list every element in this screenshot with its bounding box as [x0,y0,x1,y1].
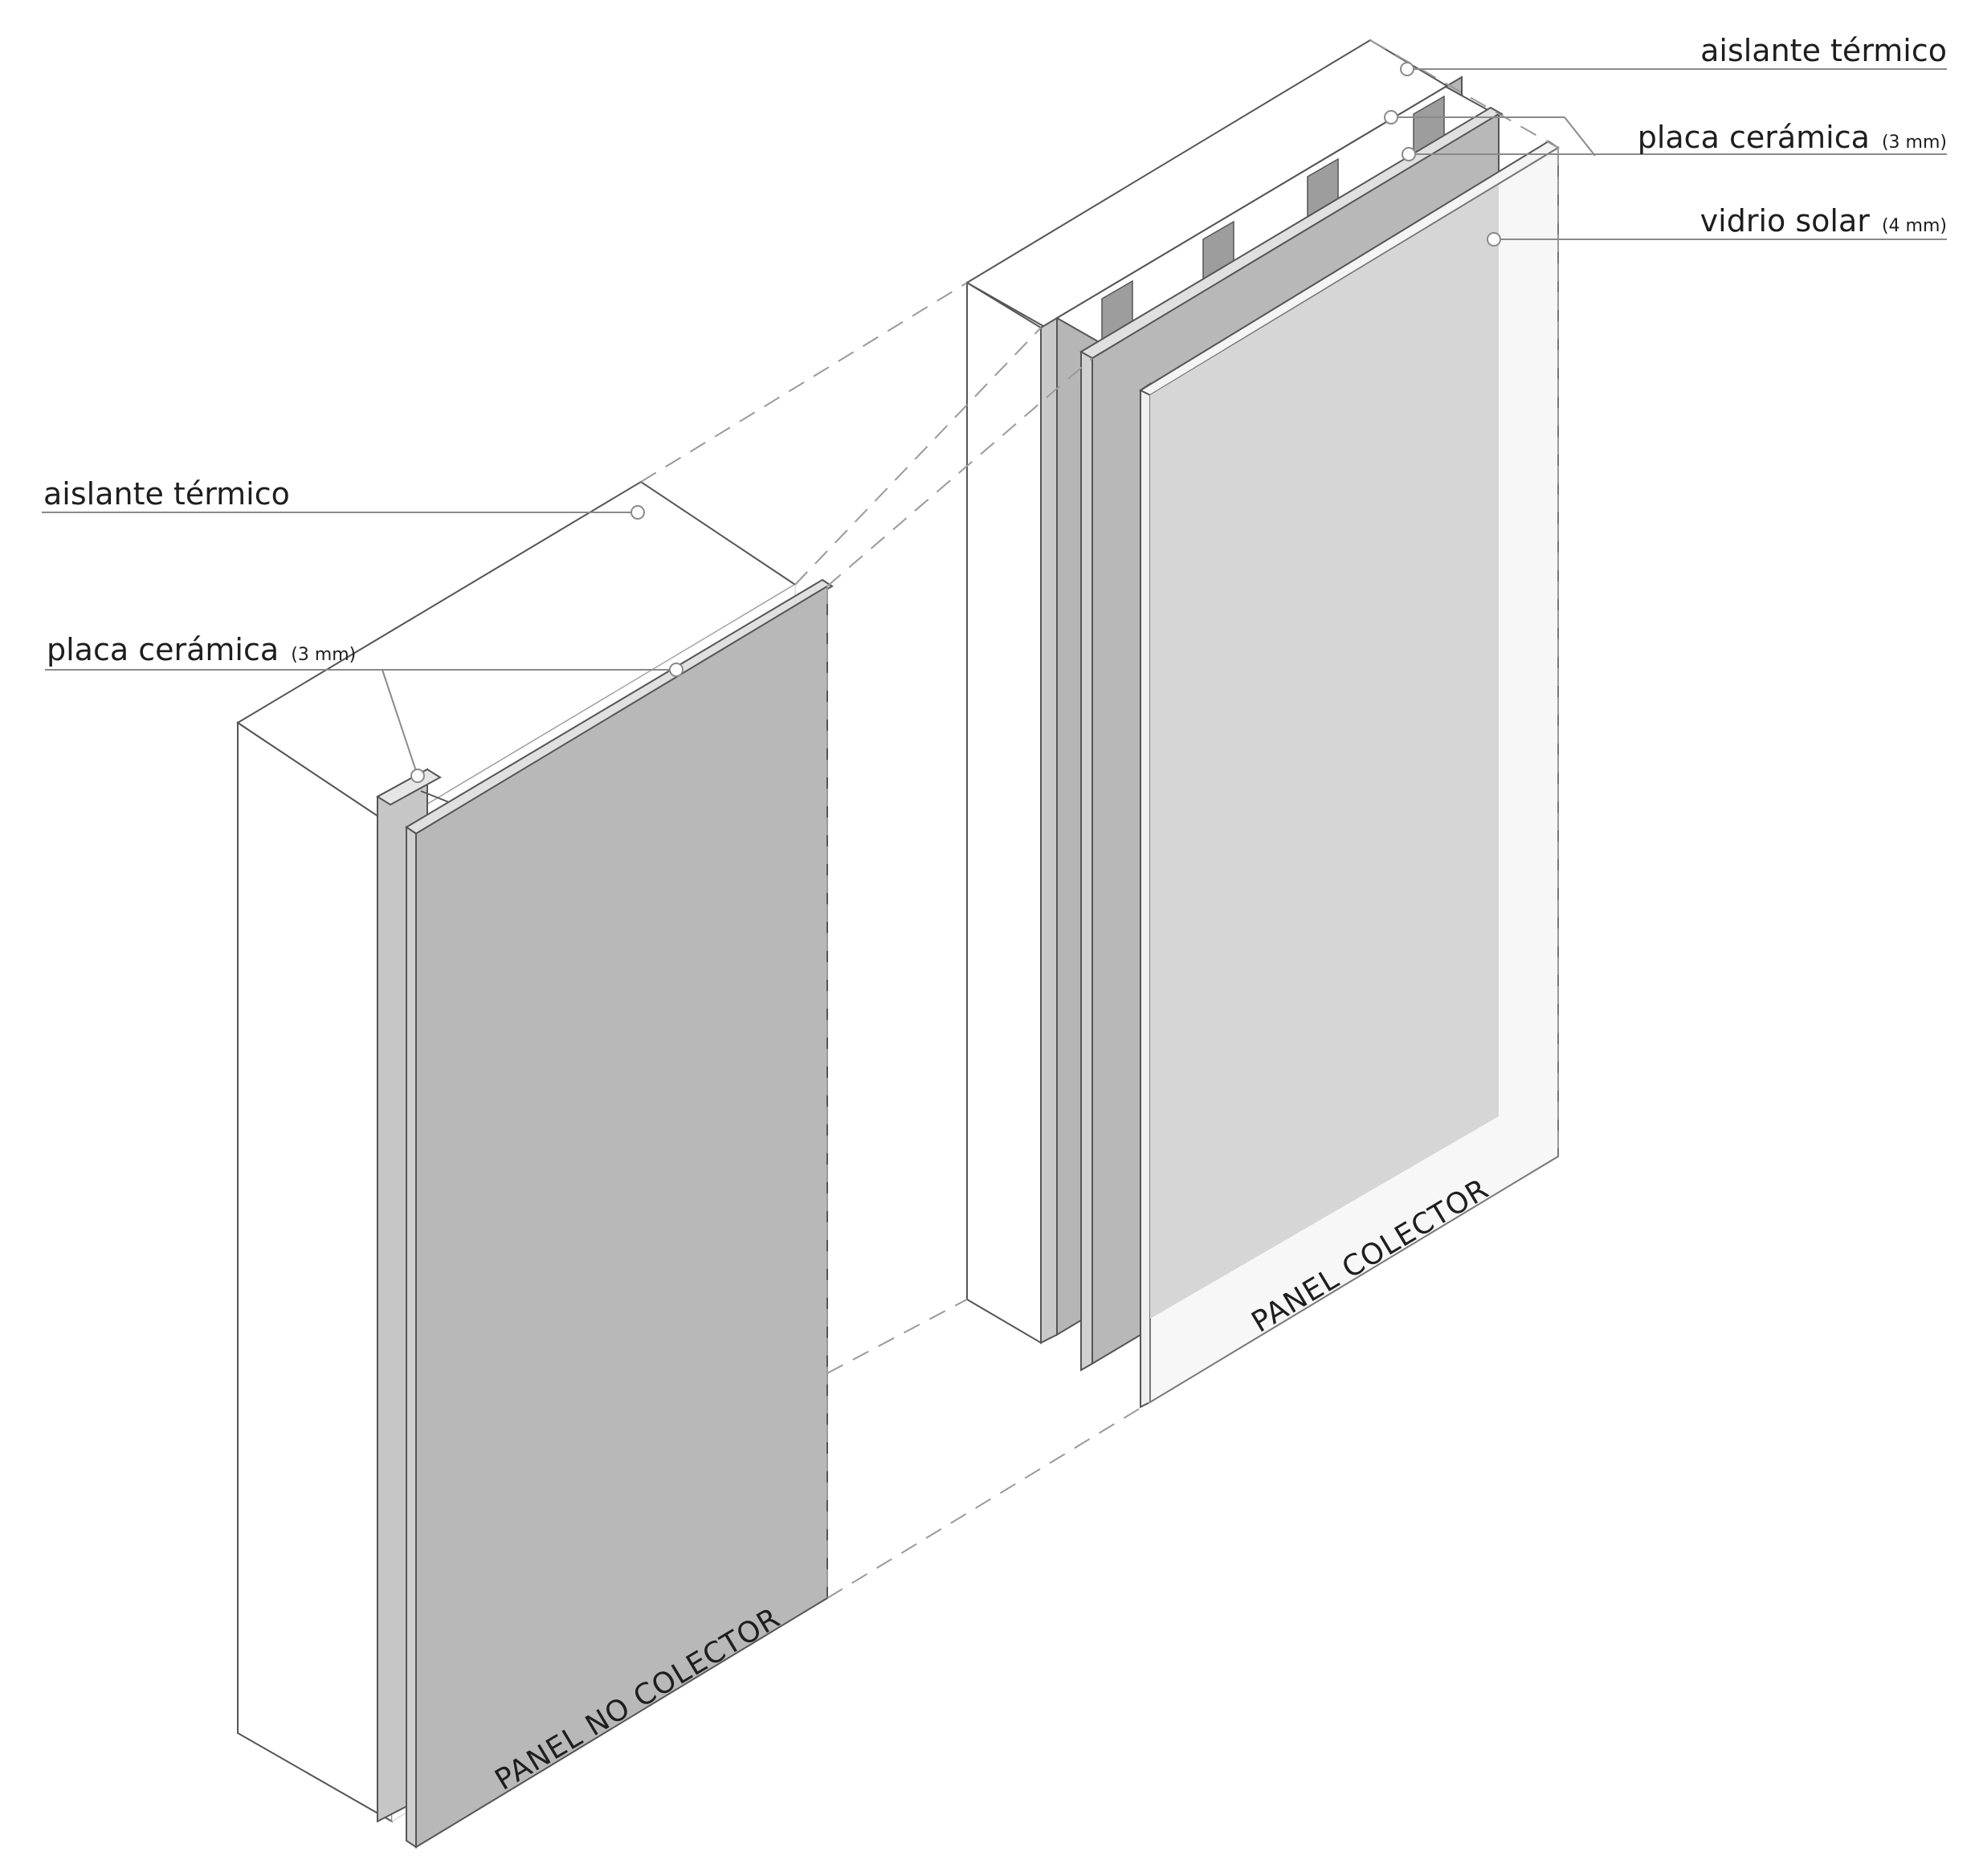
left-insulation-front-face [237,721,393,1823]
leader-dot [630,505,645,520]
label-right-ceramic: placa cerámica (3 mm) [1638,120,1947,155]
panel-colector [965,39,1560,1409]
label-left-ceramic: placa cerámica (3 mm) [47,632,356,667]
right-middle-ceramic-top [1079,106,1504,360]
leader-dot [1384,110,1398,124]
left-inner-ceramic-top [376,768,442,806]
panel-no-colector [236,480,834,1849]
projection-lines [640,39,1559,1599]
right-glass-tint-area [1150,185,1499,1319]
right-middle-ceramic-edge [1080,344,1093,1372]
leader-lines [42,62,1947,783]
leader-dot [1402,147,1416,161]
leader-dot [1487,232,1501,247]
label-left-ceramic-dim: (3 mm) [291,645,356,665]
label-right-ceramic-text: placa cerámica [1638,120,1870,155]
label-left-ceramic-text: placa cerámica [47,632,279,667]
label-right-insulation: aislante térmico [1700,33,1947,68]
label-right-glass-text: vidrio solar [1700,203,1871,239]
leader-dot [1400,62,1414,76]
label-left-insulation: aislante térmico [43,476,290,512]
right-insulation-front-face [966,281,1042,1344]
right-glass-edge [1140,382,1151,1409]
leader-dot [669,663,683,677]
left-ceramic-plate-edge [406,826,417,1849]
label-right-ceramic-dim: (3 mm) [1882,133,1947,153]
leader-dot [410,769,425,783]
right-back-ceramic-edge [1040,316,1058,1344]
label-right-glass: vidrio solar (4 mm) [1700,203,1947,239]
label-right-glass-dim: (4 mm) [1882,216,1947,236]
